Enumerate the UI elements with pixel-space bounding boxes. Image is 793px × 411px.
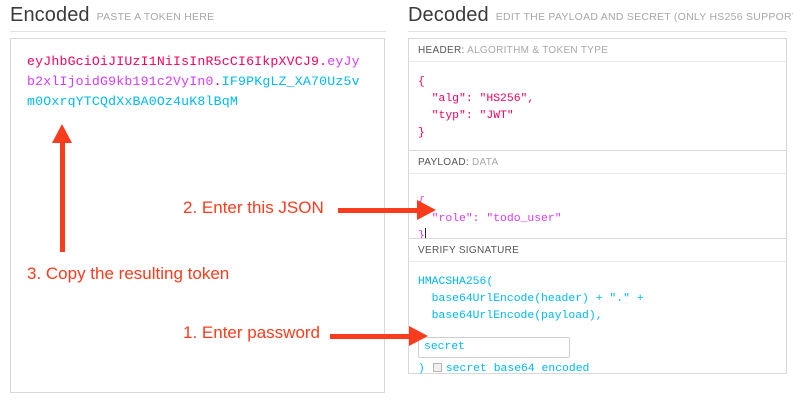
- arrow-shaft: [330, 334, 410, 339]
- hmac-line-1: HMACSHA256(: [418, 276, 494, 288]
- token-signature-segment: IF9PKgLZ_XA70Uz5vm0OxrqYTCQdXxBA0Oz4uK8l…: [27, 74, 360, 109]
- encoded-column-heading: Encoded PASTE A TOKEN HERE: [10, 4, 214, 27]
- encoded-subtitle: PASTE A TOKEN HERE: [96, 11, 215, 23]
- decoded-title: Decoded: [408, 4, 489, 26]
- decoded-column-heading: Decoded EDIT THE PAYLOAD AND SECRET (ONLY…: [408, 4, 793, 27]
- decoded-payload-section: PAYLOAD: DATA { "role": "todo_user" }: [408, 150, 787, 242]
- secret-base64-label: secret base64 encoded: [445, 362, 590, 375]
- secret-input-row: [409, 336, 786, 358]
- header-label-muted: ALGORITHM & TOKEN TYPE: [467, 45, 609, 56]
- arrow-head: [417, 200, 436, 220]
- token-payload-segment: eyJyb2xlIjoidG9kb191c2VyIn0: [27, 54, 360, 89]
- closing-paren: ): [418, 362, 425, 375]
- arrow-shaft: [60, 142, 65, 252]
- arrow-head: [409, 326, 428, 346]
- hmac-line-3: base64UrlEncode(payload),: [418, 310, 603, 322]
- verify-signature-code: HMACSHA256( base64UrlEncode(header) + ".…: [409, 262, 786, 335]
- secret-input[interactable]: [418, 336, 570, 358]
- payload-label-muted: DATA: [472, 157, 499, 168]
- secret-base64-checkbox[interactable]: [432, 362, 442, 372]
- text-caret: [424, 228, 426, 240]
- encoded-title: Encoded: [10, 4, 90, 26]
- decoded-subtitle: EDIT THE PAYLOAD AND SECRET (ONLY HS256 …: [495, 11, 793, 23]
- encoded-token-text[interactable]: eyJhbGciOiJIUzI1NiIsInR5cCI6IkpXVCJ9.eyJ…: [27, 52, 367, 112]
- verify-label-strong: VERIFY SIGNATURE: [418, 245, 520, 256]
- hmac-line-2: base64UrlEncode(header) + "." +: [418, 293, 644, 305]
- verify-section-label: VERIFY SIGNATURE: [409, 239, 786, 262]
- header-label-strong: HEADER:: [418, 45, 465, 56]
- verify-signature-footer: ) secret base64 encoded: [409, 358, 786, 378]
- payload-json-text: { "role": "todo_user" }: [418, 196, 562, 242]
- arrow-shaft: [338, 208, 418, 213]
- token-header-segment: eyJhbGciOiJIUzI1NiIsInR5cCI6IkpXVCJ9: [27, 54, 320, 69]
- decoded-verify-signature-section: VERIFY SIGNATURE HMACSHA256( base64UrlEn…: [408, 238, 787, 375]
- token-separator-dot-2: .: [213, 74, 222, 89]
- annotation-step-2-text: 2. Enter this JSON: [183, 198, 324, 217]
- annotation-step-3-text: 3. Copy the resulting token: [27, 264, 230, 283]
- annotation-step-1-text: 1. Enter password: [183, 323, 321, 342]
- header-json-editor[interactable]: { "alg": "HS256", "typ": "JWT" }: [418, 76, 535, 139]
- annotation-arrow-step-3: [52, 124, 72, 252]
- encoded-heading-divider: [10, 31, 386, 32]
- decoded-header-section: HEADER: ALGORITHM & TOKEN TYPE { "alg": …: [408, 38, 787, 150]
- decoded-panel: HEADER: ALGORITHM & TOKEN TYPE { "alg": …: [408, 38, 787, 375]
- payload-label-strong: PAYLOAD:: [418, 157, 469, 168]
- token-separator-dot-1: .: [319, 54, 328, 69]
- header-section-label: HEADER: ALGORITHM & TOKEN TYPE: [409, 39, 786, 62]
- payload-section-label: PAYLOAD: DATA: [409, 151, 786, 174]
- decoded-heading-divider: [408, 31, 787, 32]
- encoded-token-panel[interactable]: eyJhbGciOiJIUzI1NiIsInR5cCI6IkpXVCJ9.eyJ…: [10, 38, 385, 393]
- arrow-head: [52, 124, 72, 143]
